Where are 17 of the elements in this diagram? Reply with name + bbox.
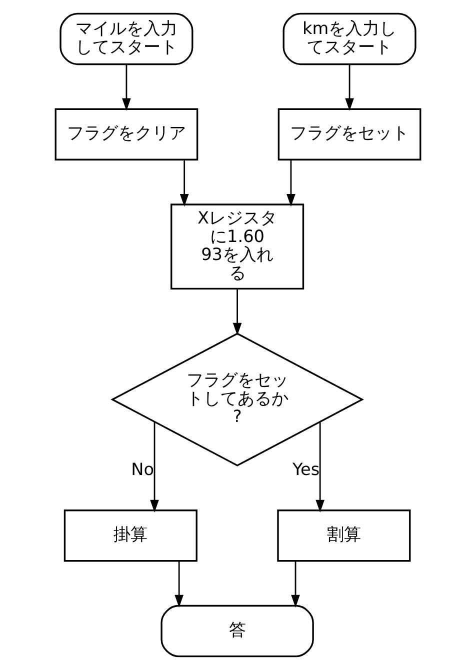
node-box: 割算 [277,510,411,562]
arrow [180,160,189,207]
arrow [316,422,324,512]
arrow [150,422,159,512]
node-box: 掛算 [64,510,198,562]
node-box: kmを入力してスタート [282,12,416,66]
node-box: フラグをクリア [54,108,198,160]
arrow [291,561,300,608]
arrow [174,561,184,608]
arrow [122,64,131,111]
arrow [345,64,354,111]
arrow [286,160,296,207]
node-box: Xレジスタに1.6093を入れる [170,204,304,290]
node-box: マイルを入力してスタート [60,12,194,66]
node-box: フラグをセット [278,108,422,160]
arrow [232,288,242,336]
node-box: 答 [160,604,314,658]
